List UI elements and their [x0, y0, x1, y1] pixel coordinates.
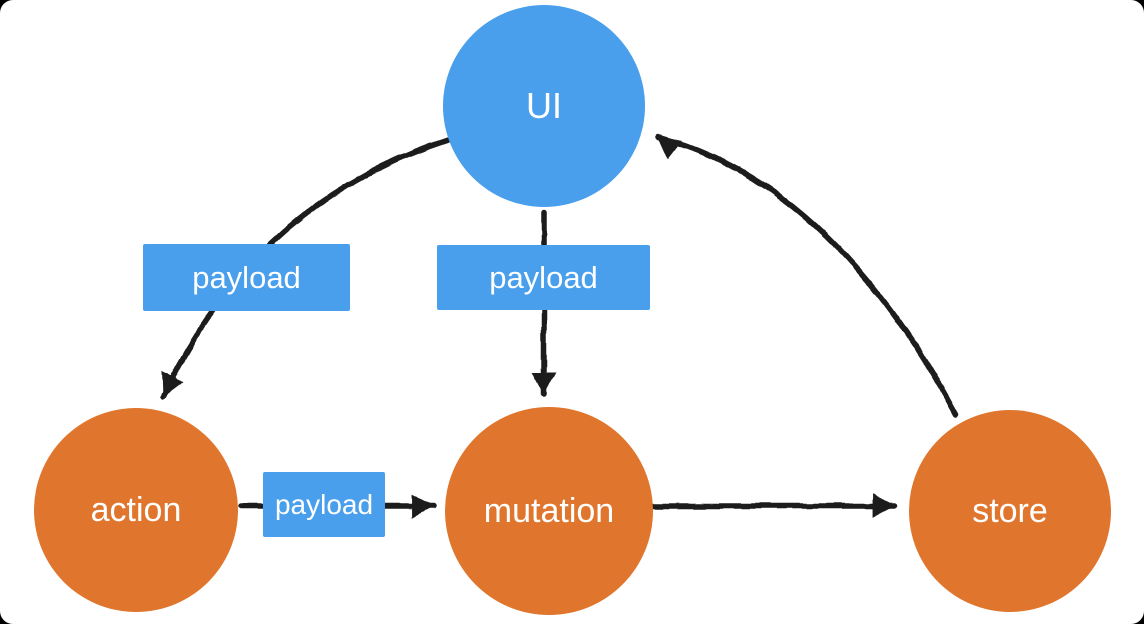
node-mutation: mutation	[445, 407, 653, 615]
node-ui: UI	[443, 5, 645, 207]
edge-label-text: payload	[489, 259, 598, 295]
node-label: action	[90, 490, 182, 529]
edge-label-text: payload	[274, 488, 374, 520]
edge-label-payload-ui-mutation: payload	[437, 245, 650, 310]
edge-label-payload-ui-action: payload	[143, 244, 350, 311]
node-action: action	[34, 408, 238, 612]
node-label: store	[972, 491, 1048, 530]
edge-ui-to-action	[160, 137, 451, 399]
node-store: store	[909, 410, 1111, 612]
node-label: mutation	[483, 491, 615, 530]
edge-store-to-ui	[655, 134, 959, 418]
edge-label-text: payload	[192, 259, 301, 295]
edge-label-payload-action-mutation: payload	[263, 472, 385, 537]
node-label: UI	[526, 85, 562, 126]
